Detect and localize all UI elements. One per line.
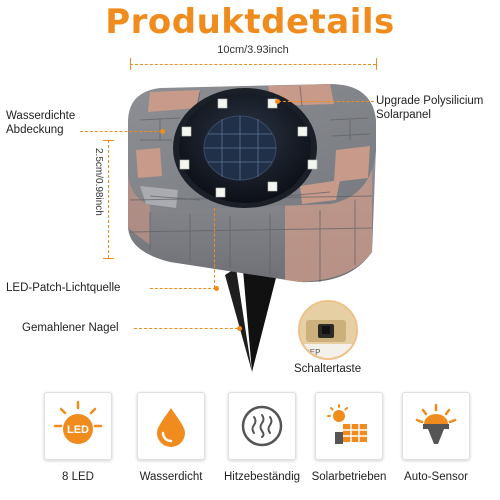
- feature-8-led: LED 8 LED: [39, 392, 117, 483]
- feature-auto-sensor: Auto-Sensor: [397, 392, 475, 483]
- page-title: Produktdetails: [105, 2, 395, 42]
- feature-row: LED 8 LED Wasserdicht Hitzebeständig: [0, 392, 500, 500]
- solar-panel-icon: [315, 392, 383, 460]
- feature-heat-resistant: Hitzebeständig: [223, 392, 301, 483]
- width-dimension-cap-right: [376, 58, 377, 70]
- callout-cover-label: Wasserdichte Abdeckung: [6, 110, 76, 136]
- height-dimension-cap-bottom: [103, 258, 114, 259]
- callout-solar-dot: [275, 99, 280, 104]
- water-drop-icon: [137, 392, 205, 460]
- callout-led-dot: [214, 286, 219, 291]
- callout-solar-line: [278, 101, 374, 102]
- callout-led-label: LED-Patch-Lichtquelle: [6, 282, 121, 294]
- height-dimension-cap-top: [103, 140, 114, 141]
- width-dimension-line: [130, 64, 376, 66]
- led-badge-icon: LED: [44, 392, 112, 460]
- switch-closeup-image: DEP: [298, 300, 358, 360]
- callout-nail-dot: [237, 326, 242, 331]
- feature-label: Wasserdicht: [139, 471, 203, 483]
- callout-solar-label: Upgrade Polysilicium Solarpanel: [376, 95, 484, 121]
- width-dimension-cap-left: [130, 58, 131, 70]
- feature-label: 8 LED: [62, 471, 94, 483]
- svg-text:DEP: DEP: [304, 348, 320, 357]
- callout-nail-label: Gemahlener Nagel: [22, 322, 119, 334]
- svg-text:LED: LED: [67, 424, 89, 436]
- callout-cover-dot: [160, 129, 165, 134]
- auto-sensor-lamp-icon: [402, 392, 470, 460]
- callout-led-line: [150, 288, 216, 289]
- callout-switch-label: Schaltertaste: [294, 363, 362, 375]
- feature-label: Auto-Sensor: [404, 471, 468, 483]
- feature-label: Hitzebeständig: [223, 471, 301, 483]
- height-dimension-line: [108, 140, 110, 258]
- callout-nail-line: [134, 328, 238, 329]
- feature-waterproof: Wasserdicht: [132, 392, 210, 483]
- feature-solar-powered: Solarbetrieben: [310, 392, 388, 483]
- width-dimension-label: 10cm/3.93inch: [217, 44, 289, 56]
- led-chips: [179, 98, 318, 198]
- feature-label: Solarbetrieben: [311, 471, 387, 483]
- callout-led-riser: [214, 208, 215, 288]
- ground-spike: [243, 270, 278, 372]
- callout-cover-line: [80, 131, 162, 132]
- heat-resistant-icon: [228, 392, 296, 460]
